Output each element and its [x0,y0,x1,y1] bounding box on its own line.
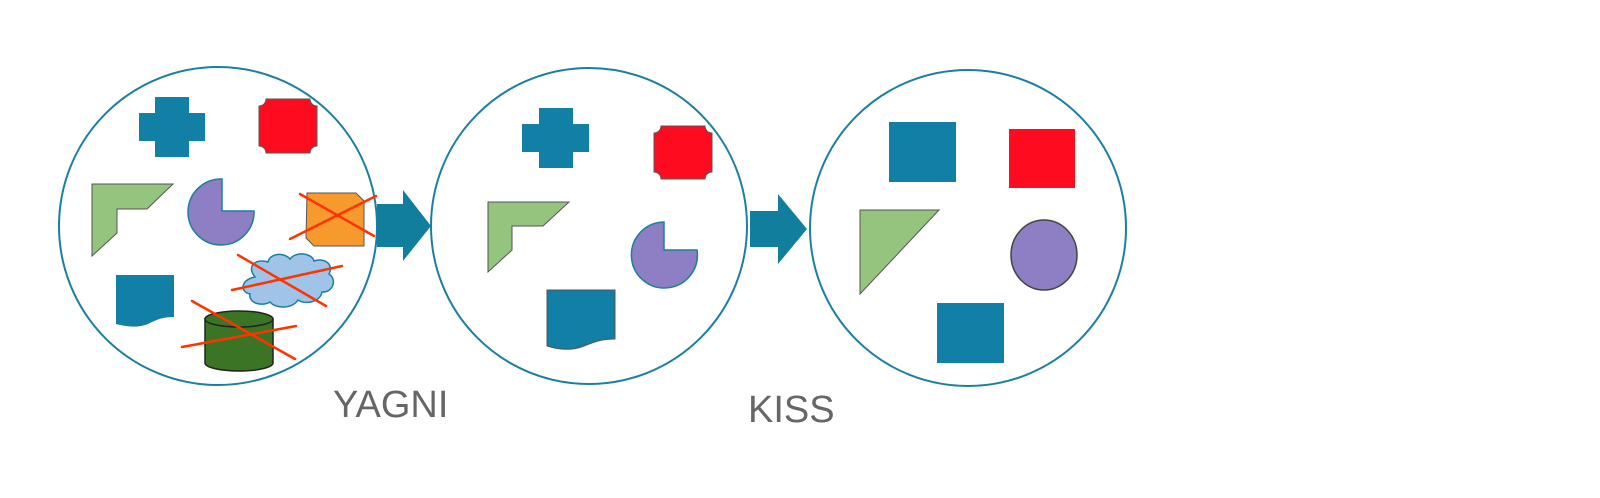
kiss-label: KISS [748,389,835,431]
cloud-shape [242,253,335,308]
purple-pie-shape [187,178,255,246]
cross-out-mark [180,299,298,361]
stage-1-group [58,66,378,386]
green-corner-shape [91,183,175,258]
cross-out-mark [230,253,344,308]
document-shape [546,289,616,350]
purple-circle-shape [1010,219,1078,291]
stage-3-group [809,69,1127,387]
teal-square-shape [889,122,956,182]
arrow-right-icon [377,190,431,261]
plus-shape [139,97,205,157]
cylinder-shape [204,310,274,372]
green-triangle-shape [859,209,941,296]
yagni-label: YAGNI [333,384,448,426]
red-square-shape [1009,129,1075,188]
red-plaque-shape [258,98,318,154]
document-shape [116,275,174,327]
teal-square-shape [937,303,1004,363]
arrow-right-icon [750,194,807,264]
plus-shape [522,108,589,168]
cross-out-mark [288,192,378,241]
stage-2-group [430,67,748,385]
purple-pie-shape [630,221,699,289]
green-corner-shape [487,201,571,274]
red-plaque-shape [653,125,713,180]
